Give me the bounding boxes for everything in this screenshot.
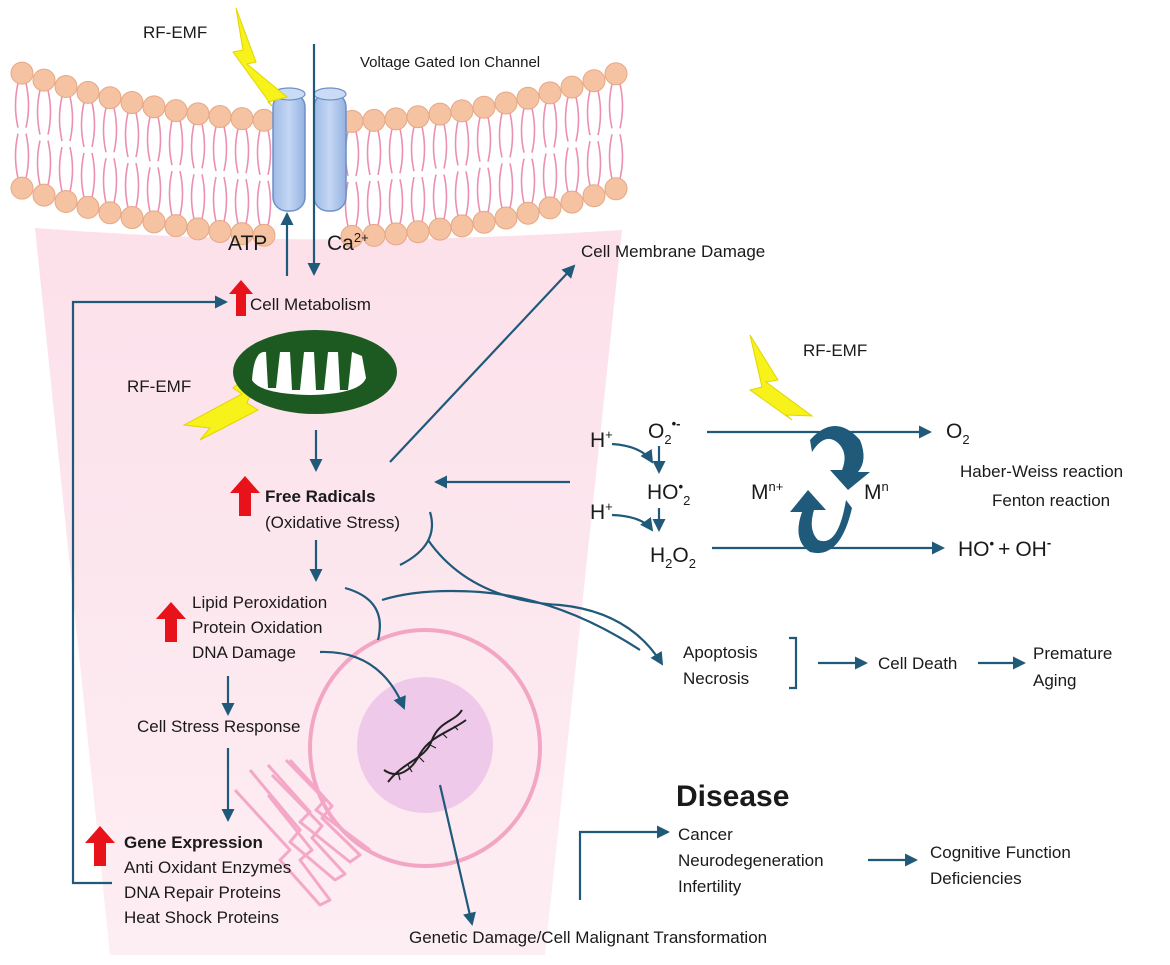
chem-h2o2: H2O2 — [650, 544, 696, 571]
chem-o2-product: O2 — [946, 420, 970, 447]
label-rf-emf-right: RF-EMF — [803, 341, 867, 360]
label-anti-oxidant-enzymes: Anti Oxidant Enzymes — [124, 858, 291, 877]
chem-metal-reduced: Mn — [864, 479, 889, 504]
label-apoptosis: Apoptosis — [683, 643, 758, 662]
label-dna-repair-proteins: DNA Repair Proteins — [124, 883, 281, 902]
arrow-lipid-to-apoptosis — [381, 589, 641, 651]
inhibition-bracket-lipid — [344, 586, 381, 641]
up-arrow-oxidation-icon — [156, 602, 186, 642]
label-premature: Premature — [1033, 644, 1112, 663]
label-cell-death: Cell Death — [878, 654, 957, 673]
label-protein-oxidation: Protein Oxidation — [192, 618, 322, 637]
arrow-h-plus-1 — [611, 442, 654, 464]
mitochondrion — [233, 330, 397, 414]
label-disease: Disease — [676, 780, 789, 813]
arrow-free-radicals-to-apoptosis — [427, 539, 664, 666]
endoplasmic-reticulum — [233, 758, 371, 907]
label-cell-membrane-damage: Cell Membrane Damage — [581, 242, 765, 261]
label-voltage-gated-ion-channel: Voltage Gated Ion Channel — [360, 54, 540, 71]
label-rf-emf-top: RF-EMF — [143, 23, 207, 42]
bracket-apoptosis-necrosis — [789, 636, 798, 690]
label-rf-emf-mito: RF-EMF — [127, 377, 191, 396]
label-genetic-damage: Genetic Damage/Cell Malignant Transforma… — [409, 928, 767, 947]
label-haber-weiss: Haber-Weiss reaction — [960, 462, 1123, 481]
lightning-top-icon — [232, 7, 289, 107]
label-cell-stress-response: Cell Stress Response — [137, 717, 300, 736]
cell-membrane — [10, 61, 628, 248]
chem-h-plus-1: H+ — [590, 427, 613, 452]
chem-hydroxyl-products: HO•+OH- — [958, 535, 1051, 561]
dna-helix-icon — [383, 709, 467, 783]
label-cognitive-function: Cognitive Function — [930, 843, 1071, 862]
redox-cycle-icon — [790, 426, 870, 554]
label-atp: ATP — [228, 232, 267, 255]
label-dna-damage: DNA Damage — [192, 643, 296, 662]
chem-h-plus-2: H+ — [590, 499, 613, 524]
up-arrow-cell-metabolism-icon — [229, 280, 253, 316]
label-gene-expression: Gene Expression — [124, 833, 263, 852]
arrow-feedback-loop — [71, 295, 228, 885]
label-deficiencies: Deficiencies — [930, 869, 1022, 888]
label-neurodegeneration: Neurodegeneration — [678, 851, 824, 870]
label-fenton: Fenton reaction — [992, 491, 1110, 510]
label-lipid-peroxidation: Lipid Peroxidation — [192, 593, 327, 612]
inhibition-bracket-free-radicals — [399, 511, 434, 566]
label-cell-metabolism: Cell Metabolism — [250, 295, 371, 314]
label-cancer: Cancer — [678, 825, 733, 844]
up-arrow-gene-expression-icon — [85, 826, 115, 866]
label-oxidative-stress: (Oxidative Stress) — [265, 513, 400, 532]
label-aging: Aging — [1033, 671, 1076, 690]
arrow-dna-to-nucleus — [319, 650, 406, 710]
arrow-h-plus-2 — [611, 513, 654, 532]
lightning-right-icon — [748, 334, 814, 421]
label-heat-shock-proteins: Heat Shock Proteins — [124, 908, 279, 927]
label-ca: Ca2+ — [327, 230, 369, 255]
up-arrow-free-radicals-icon — [230, 476, 260, 516]
label-necrosis: Necrosis — [683, 669, 749, 688]
chem-superoxide: O2•- — [648, 416, 680, 447]
ion-channel — [272, 87, 347, 212]
chem-metal-oxidized: Mn+ — [751, 479, 783, 504]
chem-ho2-radical: HO•2 — [647, 479, 690, 508]
label-infertility: Infertility — [678, 877, 742, 896]
arrow-to-disease — [578, 825, 670, 900]
arrow-to-membrane-damage — [389, 264, 576, 463]
label-free-radicals: Free Radicals — [265, 487, 376, 506]
arrow-nucleus-to-genetic-damage — [438, 784, 476, 926]
